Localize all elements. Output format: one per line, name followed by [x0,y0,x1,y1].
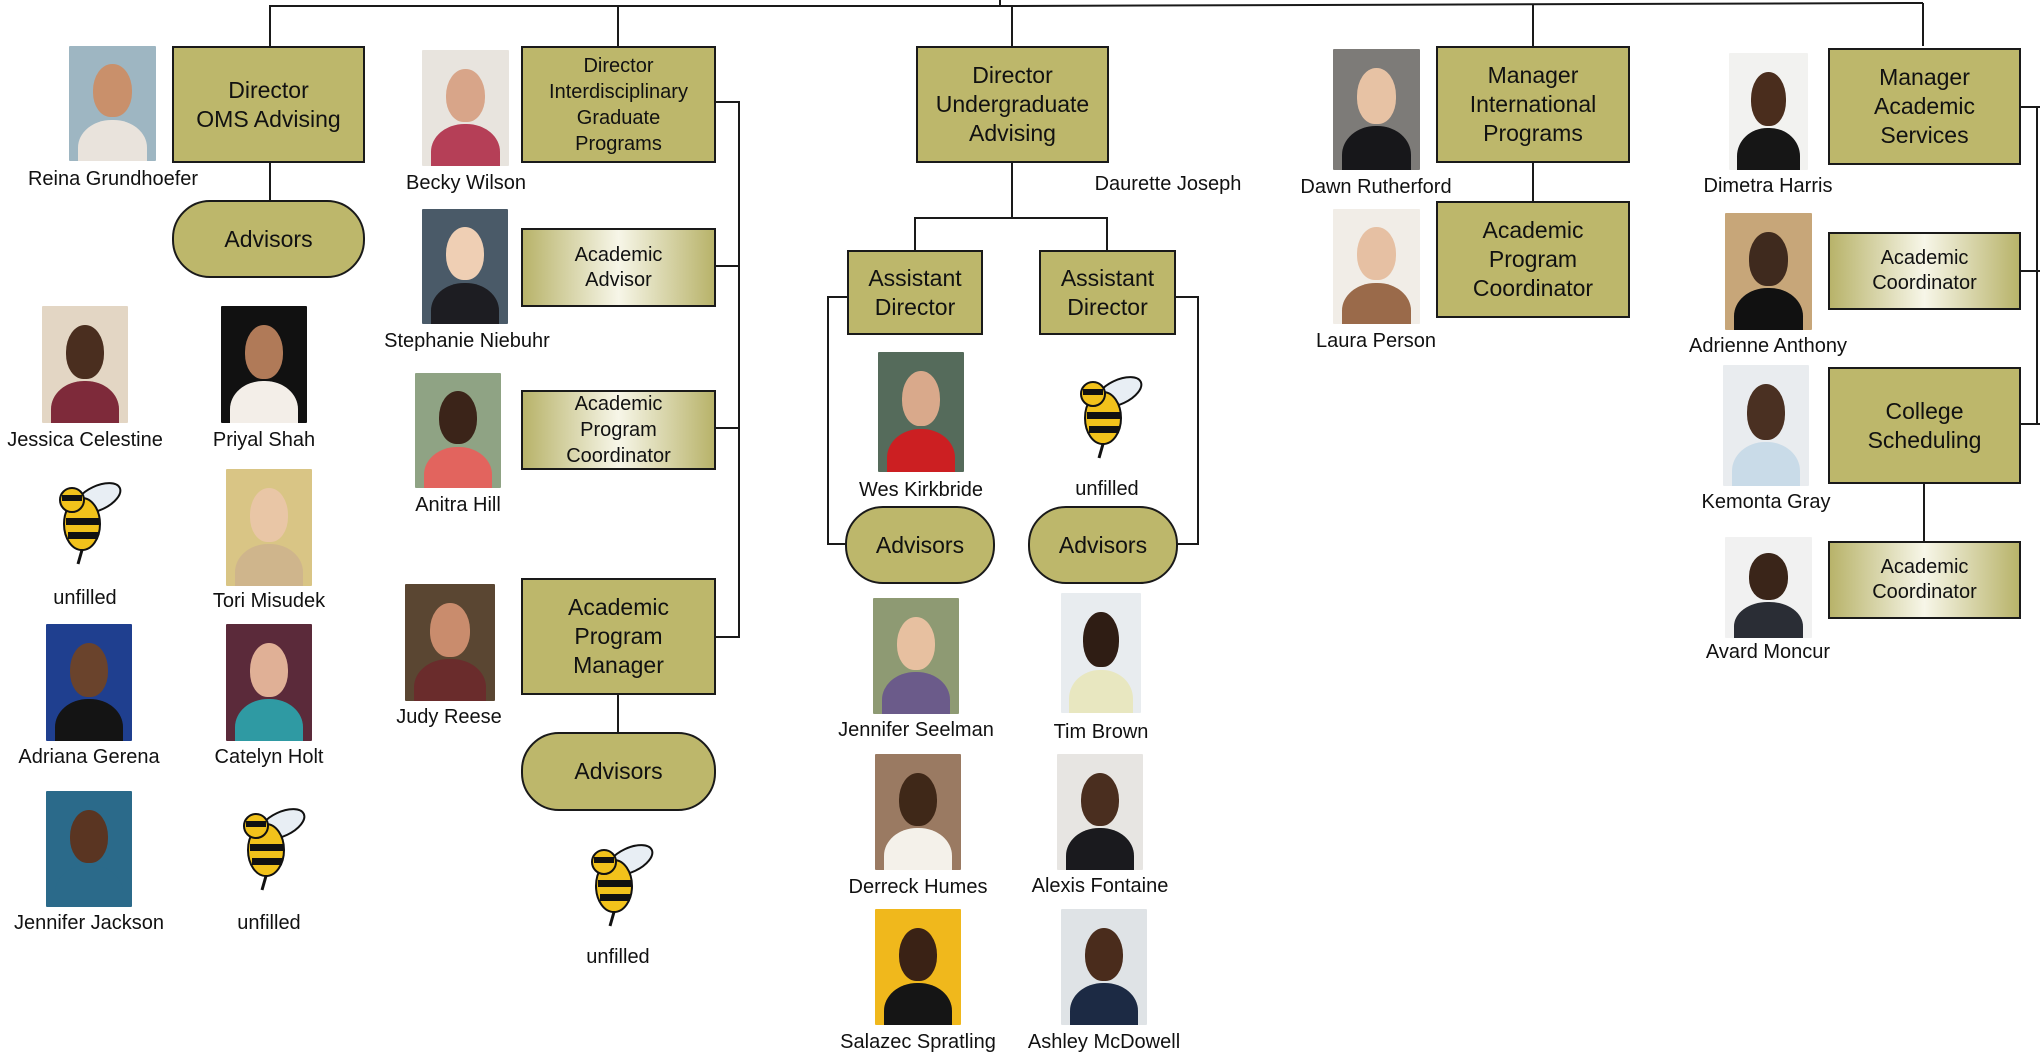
yellow-jacket-icon [1063,368,1149,460]
academic-coordinator-top-box: Academic Coordinator [1828,232,2021,310]
undergrad-advisors-left-box: Advisors [845,506,995,584]
reina-grundhoefer-name: Reina Grundhoefer [27,168,199,190]
ashley-mcdowell-name: Ashley McDowell [1027,1031,1181,1053]
becky-wilson-name: Becky Wilson [405,172,527,194]
jennifer-jackson-photo [46,791,132,907]
interdisciplinary-advisors-label: Advisors [574,758,663,785]
wes-kirkbride-name: Wes Kirkbride [858,479,984,501]
dimetra-harris-name: Dimetra Harris [1703,175,1833,197]
salazec-spratling-name: Salazec Spratling [840,1031,996,1053]
stephanie-niebuhr-photo [422,209,508,324]
anitra-hill-name: Anitra Hill [415,494,501,516]
kemonta-gray-name: Kemonta Gray [1701,491,1831,513]
adriana-gerena-name: Adriana Gerena [18,746,160,768]
yellow-jacket-icon [574,836,660,928]
director-interdisciplinary-box: Director Interdisciplinary Graduate Prog… [521,46,716,163]
director-undergrad-label: Director Undergraduate Advising [935,62,1090,146]
reina-grundhoefer-photo [69,46,156,161]
undergrad-advisors-right-label: Advisors [1058,531,1148,558]
catelyn-holt-photo [226,624,312,741]
adrienne-anthony-photo [1725,213,1812,330]
assistant-director-left-label: Assistant Director [868,264,962,320]
college-scheduling-box: College Scheduling [1828,367,2021,484]
derreck-humes-photo [875,754,961,870]
judy-reese-photo [405,584,495,701]
tori-misudek-photo [226,469,312,586]
catelyn-holt-name: Catelyn Holt [214,746,324,768]
daurette-joseph-name: Daurette Joseph [1094,173,1242,195]
manager-academic-services-box: Manager Academic Services [1828,48,2021,165]
undergrad-advisors-right-box: Advisors [1028,506,1178,584]
becky-wilson-photo [422,50,509,166]
alexis-fontaine-photo [1057,754,1143,870]
dawn-rutherford-name: Dawn Rutherford [1300,176,1452,198]
unfilled-label: unfilled [1075,478,1139,500]
jessica-celestine-photo [42,306,128,423]
derreck-humes-name: Derreck Humes [848,876,988,898]
oms-advisors-box: Advisors [172,200,365,278]
yellow-jacket-icon [42,474,128,566]
dimetra-harris-photo [1729,53,1808,170]
director-oms-label: Director OMS Advising [196,76,341,132]
laura-person-photo [1333,209,1420,324]
undergrad-advisors-left-label: Advisors [875,531,965,558]
interdisciplinary-program-coordinator-label: Academic Program Coordinator [566,393,671,467]
interdisciplinary-advisors-box: Advisors [521,732,716,811]
academic-advisor-box: Academic Advisor [521,228,716,307]
international-program-coordinator-box: Academic Program Coordinator [1436,201,1630,318]
academic-coordinator-bottom-label: Academic Coordinator [1872,556,1977,603]
avard-moncur-photo [1725,537,1812,638]
tim-brown-photo [1061,593,1141,713]
judy-reese-name: Judy Reese [396,706,502,728]
academic-program-manager-box: Academic Program Manager [521,578,716,695]
jessica-celestine-name: Jessica Celestine [7,429,163,451]
priyal-shah-photo [221,306,307,423]
adriana-gerena-photo [46,624,132,741]
stephanie-niebuhr-name: Stephanie Niebuhr [384,330,550,352]
director-interdisciplinary-label: Director Interdisciplinary Graduate Prog… [549,54,688,155]
academic-coordinator-top-label: Academic Coordinator [1872,247,1977,294]
manager-international-box: Manager International Programs [1436,46,1630,163]
laura-person-name: Laura Person [1315,330,1437,352]
alexis-fontaine-name: Alexis Fontaine [1031,875,1169,897]
avard-moncur-name: Avard Moncur [1705,641,1831,663]
ashley-mcdowell-photo [1061,909,1147,1025]
salazec-spratling-photo [875,909,961,1025]
adrienne-anthony-name: Adrienne Anthony [1689,335,1847,357]
tori-misudek-name: Tori Misudek [212,590,326,612]
unfilled-label: unfilled [237,912,301,934]
assistant-director-right-box: Assistant Director [1039,250,1176,335]
director-undergrad-box: Director Undergraduate Advising [916,46,1109,163]
interdisciplinary-program-coordinator-box: Academic Program Coordinator [521,390,716,470]
college-scheduling-label: College Scheduling [1867,397,1982,453]
international-program-coordinator-label: Academic Program Coordinator [1472,217,1594,301]
unfilled-label: unfilled [586,946,650,968]
manager-international-label: Manager International Programs [1469,62,1597,146]
assistant-director-left-box: Assistant Director [847,250,983,335]
academic-program-manager-label: Academic Program Manager [568,594,669,678]
jennifer-jackson-name: Jennifer Jackson [13,912,165,934]
tim-brown-name: Tim Brown [1053,721,1149,743]
manager-academic-services-label: Manager Academic Services [1874,64,1975,148]
wes-kirkbride-photo [878,352,964,472]
academic-coordinator-bottom-box: Academic Coordinator [1828,541,2021,619]
kemonta-gray-photo [1723,365,1809,486]
jennifer-seelman-photo [873,598,959,714]
jennifer-seelman-name: Jennifer Seelman [838,719,994,741]
director-oms-box: Director OMS Advising [172,46,365,163]
yellow-jacket-icon [226,800,312,892]
dawn-rutherford-photo [1333,49,1420,170]
academic-advisor-label: Academic Advisor [574,243,663,291]
oms-advisors-label: Advisors [224,225,313,252]
priyal-shah-name: Priyal Shah [212,429,316,451]
unfilled-label: unfilled [53,587,117,609]
anitra-hill-photo [415,373,501,488]
assistant-director-right-label: Assistant Director [1060,264,1155,320]
